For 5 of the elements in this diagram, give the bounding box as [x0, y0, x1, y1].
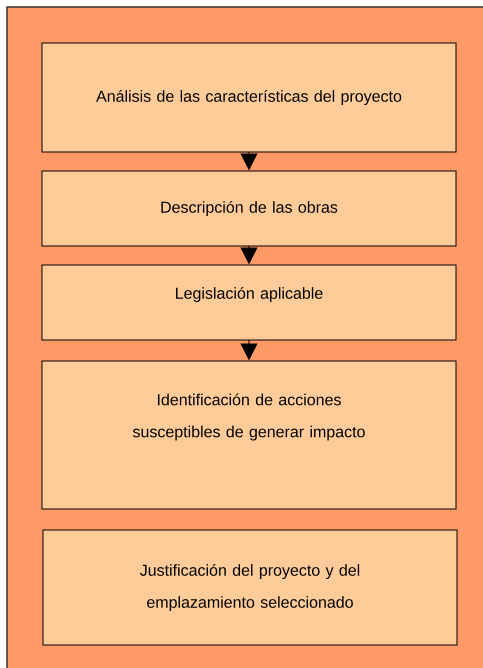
process-box: Identificación de acciones susceptibles de generar impacto	[42, 360, 456, 510]
process-box: Justificación del proyecto y del emplazamiento seleccionado	[42, 530, 458, 646]
process-box: Descripción de las obras	[42, 170, 456, 246]
process-box: Análisis de las características del proyecto	[42, 42, 456, 152]
process-box: Legislación aplicable	[42, 264, 456, 340]
